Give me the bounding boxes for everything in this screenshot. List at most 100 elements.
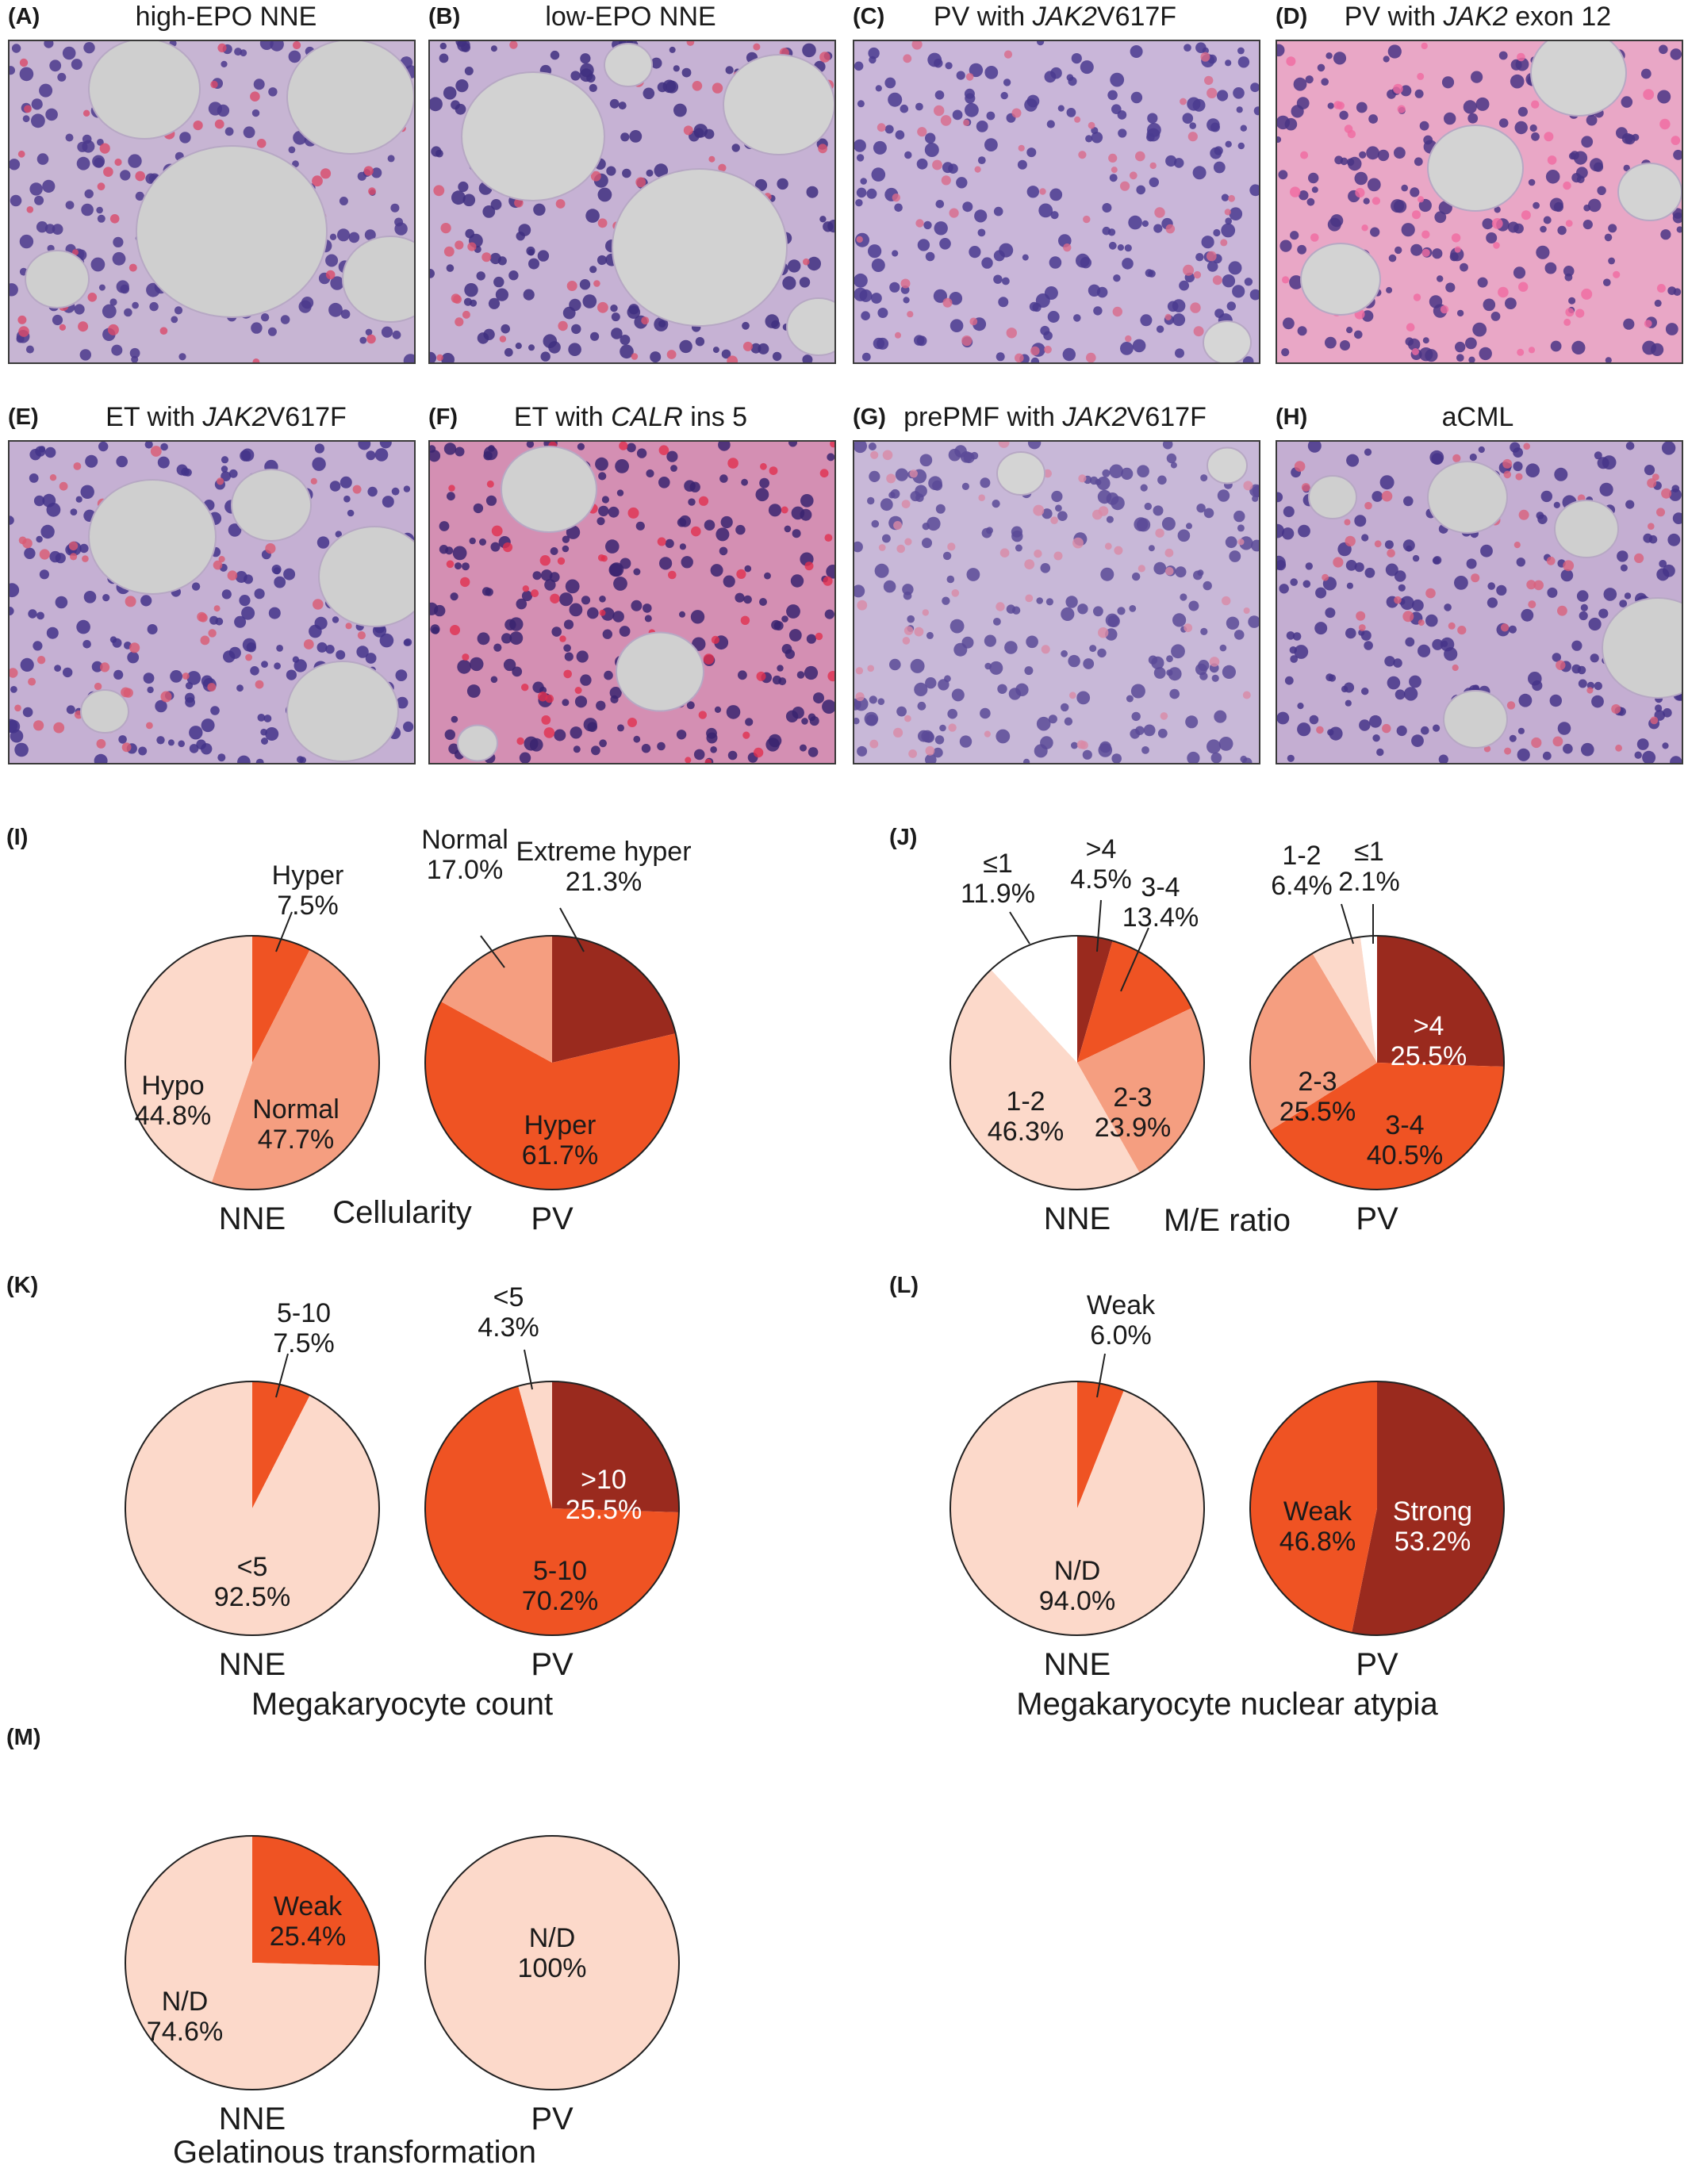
cell-nucleus	[1396, 725, 1407, 737]
red-cell	[1648, 523, 1655, 530]
group-label: PV	[531, 1201, 574, 1236]
cell-nucleus	[914, 335, 925, 346]
cell-nucleus	[1528, 178, 1536, 186]
cell-nucleus	[52, 314, 63, 326]
cell-nucleus	[854, 139, 866, 152]
cell-nucleus	[1571, 340, 1586, 354]
cell-nucleus	[1236, 106, 1243, 113]
cell-nucleus	[854, 287, 868, 301]
cell-nucleus	[1171, 644, 1185, 659]
cell-nucleus	[914, 682, 928, 696]
red-cell	[1212, 275, 1222, 285]
red-cell	[1656, 284, 1666, 293]
cell-nucleus	[1050, 67, 1062, 79]
red-cell	[125, 596, 136, 607]
cell-nucleus	[523, 289, 535, 301]
group-label: PV	[531, 1647, 574, 1682]
cell-nucleus	[883, 580, 896, 593]
cell-nucleus	[1180, 593, 1187, 601]
cell-nucleus	[1203, 580, 1212, 591]
slice-percent: 100%	[518, 1953, 587, 1983]
red-cell	[1613, 270, 1621, 278]
cell-nucleus	[1387, 44, 1402, 59]
slice-label: Weak	[274, 1891, 343, 1922]
title-fragment: low-EPO NNE	[545, 2, 716, 32]
cell-nucleus	[1513, 447, 1523, 458]
cell-nucleus	[1290, 231, 1299, 240]
red-cell	[10, 668, 18, 678]
cell-nucleus	[340, 309, 351, 319]
cell-nucleus	[643, 603, 652, 613]
cell-nucleus	[1663, 708, 1672, 718]
red-cell	[49, 474, 57, 481]
cell-nucleus	[1187, 97, 1201, 111]
fat-vacuole	[1554, 500, 1619, 558]
cell-nucleus	[1540, 225, 1547, 233]
cell-nucleus	[1529, 124, 1537, 132]
cell-nucleus	[1237, 47, 1245, 55]
cell-nucleus	[861, 311, 870, 321]
slice-percent: 92.5%	[214, 1582, 290, 1612]
cell-nucleus	[298, 300, 312, 313]
red-cell	[686, 41, 695, 46]
red-cell	[657, 537, 666, 546]
cell-nucleus	[1233, 510, 1245, 523]
title-fragment: ET with	[106, 402, 203, 432]
cell-nucleus	[92, 155, 106, 168]
cell-nucleus	[292, 656, 300, 663]
red-cell	[193, 121, 203, 131]
cell-nucleus	[224, 127, 234, 136]
cell-nucleus	[36, 153, 49, 165]
red-cell	[1552, 736, 1563, 747]
red-cell	[1160, 712, 1168, 720]
cell-nucleus	[1356, 102, 1368, 113]
cell-nucleus	[1006, 604, 1016, 614]
cell-nucleus	[877, 308, 888, 318]
cell-nucleus	[1665, 323, 1678, 335]
cell-nucleus	[66, 705, 75, 715]
cell-nucleus	[949, 292, 963, 305]
red-cell	[255, 680, 264, 689]
red-cell	[1643, 89, 1655, 100]
red-cell	[70, 553, 78, 561]
micrograph-title: aCML	[1442, 402, 1514, 433]
red-cell	[245, 653, 252, 661]
cell-nucleus	[1394, 147, 1406, 159]
cell-nucleus	[1143, 724, 1156, 737]
cell-nucleus	[965, 93, 976, 104]
red-cell	[1222, 596, 1231, 606]
cell-nucleus	[518, 224, 531, 236]
cell-nucleus	[984, 634, 996, 647]
red-cell	[1072, 537, 1084, 549]
fat-vacuole	[1602, 597, 1682, 699]
cell-nucleus	[591, 745, 600, 756]
red-cell	[867, 665, 874, 672]
cell-nucleus	[1130, 91, 1143, 104]
cell-nucleus	[1467, 113, 1479, 124]
red-cell	[1243, 481, 1253, 491]
slice-label: Weak	[1283, 1496, 1352, 1527]
cell-nucleus	[857, 745, 868, 757]
cell-nucleus	[135, 191, 144, 201]
cell-nucleus	[693, 749, 705, 761]
red-cell	[59, 324, 66, 331]
cell-nucleus	[1037, 41, 1045, 46]
cell-nucleus	[743, 595, 752, 604]
red-cell	[467, 242, 477, 251]
slice-percent: 7.5%	[277, 891, 339, 921]
cell-nucleus	[790, 574, 804, 588]
cell-nucleus	[996, 352, 1005, 362]
cell-nucleus	[1201, 236, 1214, 249]
cell-nucleus	[854, 442, 867, 454]
cell-nucleus	[1359, 151, 1367, 159]
fat-vacuole	[996, 451, 1045, 496]
cell-nucleus	[580, 674, 592, 686]
cell-nucleus	[657, 741, 666, 751]
cell-nucleus	[723, 575, 735, 588]
cell-nucleus	[1386, 286, 1393, 293]
red-cell	[908, 749, 917, 758]
cell-nucleus	[884, 77, 896, 89]
cell-nucleus	[1620, 564, 1628, 572]
cell-nucleus	[599, 596, 606, 603]
cell-nucleus	[1409, 675, 1421, 688]
